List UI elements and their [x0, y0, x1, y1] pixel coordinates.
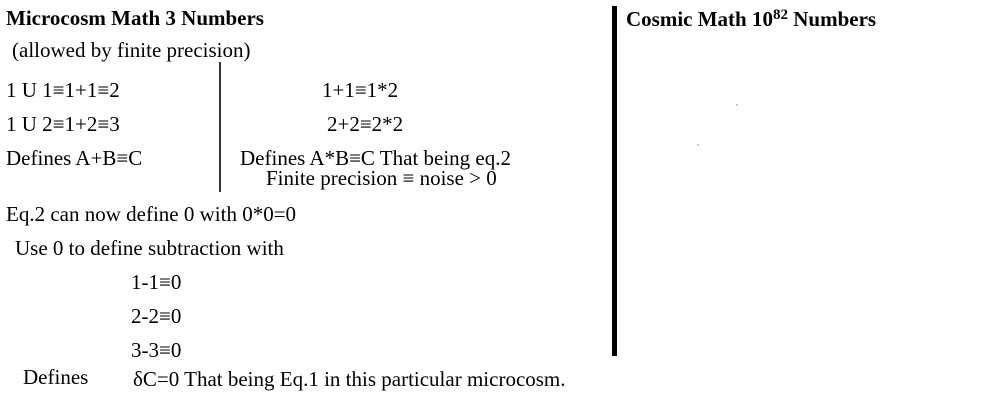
subtraction-eq-2: 2-2≡0	[131, 304, 182, 328]
finite-precision-noise: Finite precision ≡ noise > 0	[266, 166, 497, 190]
union-eq-2: 1 U 2≡1+2≡3	[6, 112, 120, 136]
vertical-divider-thin	[219, 62, 221, 192]
cosmic-title: Cosmic Math 1082 Numbers	[626, 8, 876, 30]
mult-eq-2: 2+2≡2*2	[327, 112, 404, 136]
cosmic-title-prefix: Cosmic Math 10	[626, 7, 773, 31]
microcosm-title: Microcosm Math 3 Numbers	[6, 6, 264, 30]
eq1-definition: δC=0 That being Eq.1 in this particular …	[133, 367, 566, 391]
scan-speck	[736, 104, 738, 106]
microcosm-subtitle: (allowed by finite precision)	[12, 38, 251, 62]
subtraction-eq-3: 3-3≡0	[131, 338, 182, 362]
cosmic-title-exponent: 82	[772, 7, 788, 23]
subtraction-eq-1: 1-1≡0	[131, 270, 182, 294]
eq2-define-zero: Eq.2 can now define 0 with 0*0=0	[6, 202, 297, 226]
subtraction-intro: Use 0 to define subtraction with	[15, 236, 284, 260]
defines-addition: Defines A+B≡C	[6, 146, 143, 170]
cosmic-title-suffix: Numbers	[793, 7, 877, 31]
defines-multiplication: Defines A*B≡C That being eq.2	[240, 146, 512, 170]
scan-speck	[697, 144, 699, 146]
defines-label: Defines	[23, 365, 89, 389]
mult-eq-1: 1+1≡1*2	[322, 78, 399, 102]
union-eq-1: 1 U 1≡1+1≡2	[6, 78, 120, 102]
vertical-divider-thick	[612, 6, 617, 356]
